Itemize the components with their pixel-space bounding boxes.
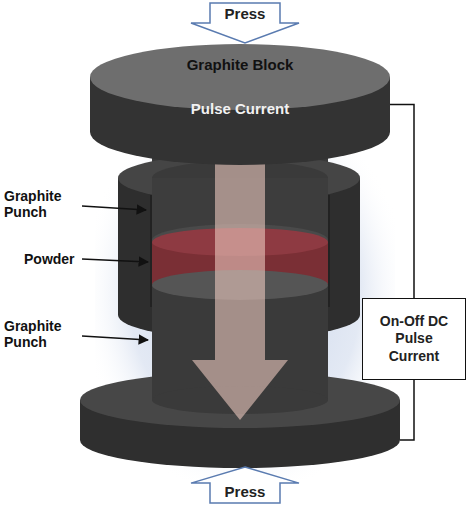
press-arrow: Press: [190, 2, 300, 44]
node-text: On-Off DC Pulse Current: [369, 313, 459, 366]
node-text: Pulse Current: [88, 100, 392, 117]
node-text: Press: [190, 483, 300, 500]
wire: [390, 105, 414, 299]
press-arrow: Press: [190, 466, 300, 504]
part-label: Graphite Punch: [4, 318, 78, 350]
leader-arrow: [82, 206, 146, 210]
wire: [400, 380, 414, 440]
current-flow-arrow: [192, 150, 288, 420]
leader-arrow: [82, 259, 148, 262]
leader-arrow: [82, 336, 148, 340]
graphite-block: Graphite BlockPulse Current: [88, 42, 392, 167]
node-text: Press: [190, 5, 300, 22]
node-text: Graphite Block: [88, 56, 392, 73]
part-label: Graphite Punch: [4, 188, 78, 220]
part-label: Powder: [24, 251, 80, 267]
power-supply-box: On-Off DC Pulse Current: [362, 298, 466, 380]
